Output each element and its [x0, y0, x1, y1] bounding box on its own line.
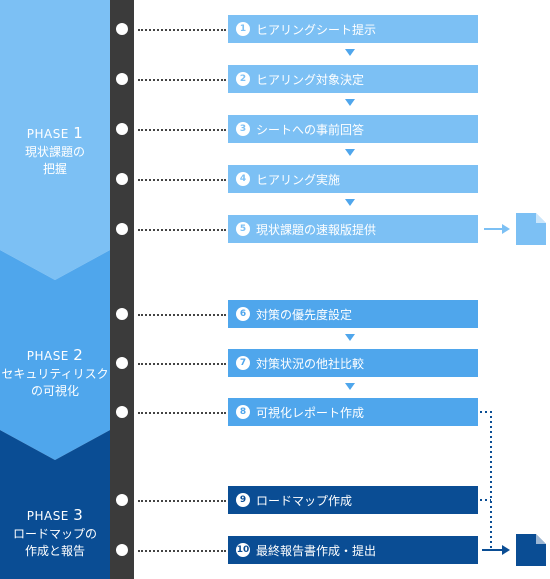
binder-hole [116, 123, 128, 135]
phase-1-number: 1 [73, 124, 84, 142]
step-7: 7 対策状況の他社比較 [228, 349, 478, 377]
step-number-badge: 6 [236, 307, 250, 321]
step-number-badge: 1 [236, 22, 250, 36]
right-arrow-icon [484, 224, 510, 234]
down-arrow-icon [345, 199, 355, 206]
phase-3-label: PHASE 3 ロードマップの 作成と報告 [0, 506, 110, 560]
step-number-badge: 4 [236, 172, 250, 186]
binder-hole [116, 223, 128, 235]
binder-hole [116, 23, 128, 35]
dotted-leader [138, 314, 226, 316]
step-2: 2 ヒアリング対象決定 [228, 65, 478, 93]
phase-2-label: PHASE 2 セキュリティリスク の可視化 [0, 346, 110, 400]
step-number-badge: 10 [236, 543, 250, 557]
step-label: 対策状況の他社比較 [256, 356, 365, 371]
step-label: 可視化レポート作成 [256, 405, 365, 420]
down-arrow-icon [345, 334, 355, 341]
dotted-leader [138, 500, 226, 502]
dotted-connector [480, 411, 492, 550]
phase-2-word: PHASE [26, 349, 69, 363]
step-4: 4 ヒアリング実施 [228, 165, 478, 193]
dotted-leader [138, 363, 226, 365]
down-arrow-icon [345, 99, 355, 106]
step-number-badge: 9 [236, 493, 250, 507]
phase-1-label: PHASE 1 現状課題の 把握 [0, 124, 110, 178]
step-number-badge: 5 [236, 222, 250, 236]
phase-1-band [0, 0, 110, 280]
dotted-leader [138, 29, 226, 31]
phase-1-word: PHASE [26, 127, 69, 141]
document-icon [516, 534, 546, 566]
phase-3-number: 3 [73, 506, 84, 524]
dotted-leader [138, 179, 226, 181]
dotted-leader [138, 129, 226, 131]
step-6: 6 対策の優先度設定 [228, 300, 478, 328]
step-8: 8 可視化レポート作成 [228, 398, 478, 426]
dotted-leader [138, 229, 226, 231]
binder-hole [116, 308, 128, 320]
phase-1-subtitle: 現状課題の 把握 [24, 145, 85, 176]
dotted-leader [138, 412, 226, 414]
step-label: 現状課題の速報版提供 [256, 222, 377, 237]
binder-hole [116, 73, 128, 85]
step-10: 10 最終報告書作成・提出 [228, 536, 478, 564]
document-icon [516, 213, 546, 245]
step-9: 9 ロードマップ作成 [228, 486, 478, 514]
binder-hole [116, 173, 128, 185]
step-number-badge: 7 [236, 356, 250, 370]
down-arrow-icon [345, 149, 355, 156]
step-label: ヒアリングシート提示 [256, 22, 377, 37]
phase-2-band [0, 250, 110, 460]
binder-hole [116, 494, 128, 506]
step-5: 5 現状課題の速報版提供 [228, 215, 478, 243]
step-label: 最終報告書作成・提出 [256, 543, 377, 558]
down-arrow-icon [345, 383, 355, 390]
step-1: 1 ヒアリングシート提示 [228, 15, 478, 43]
binder-hole [116, 357, 128, 369]
dotted-leader [138, 79, 226, 81]
step-number-badge: 2 [236, 72, 250, 86]
step-label: 対策の優先度設定 [256, 307, 353, 322]
step-label: ヒアリング実施 [256, 172, 341, 187]
right-arrow-icon [482, 545, 510, 555]
down-arrow-icon [345, 49, 355, 56]
phase-2-number: 2 [73, 346, 84, 364]
step-number-badge: 3 [236, 122, 250, 136]
step-label: ロードマップ作成 [256, 493, 353, 508]
phase-background [0, 0, 110, 579]
binder-hole [116, 544, 128, 556]
dotted-leader [138, 550, 226, 552]
phase-3-band [0, 430, 110, 579]
binder-hole [116, 406, 128, 418]
phase-3-subtitle: ロードマップの 作成と報告 [12, 527, 97, 558]
step-label: ヒアリング対象決定 [256, 72, 365, 87]
phase-3-word: PHASE [26, 509, 69, 523]
step-3: 3 シートへの事前回答 [228, 115, 478, 143]
binder-spine [110, 0, 134, 579]
phase-2-subtitle: セキュリティリスク の可視化 [1, 367, 109, 398]
step-number-badge: 8 [236, 405, 250, 419]
step-label: シートへの事前回答 [256, 122, 365, 137]
